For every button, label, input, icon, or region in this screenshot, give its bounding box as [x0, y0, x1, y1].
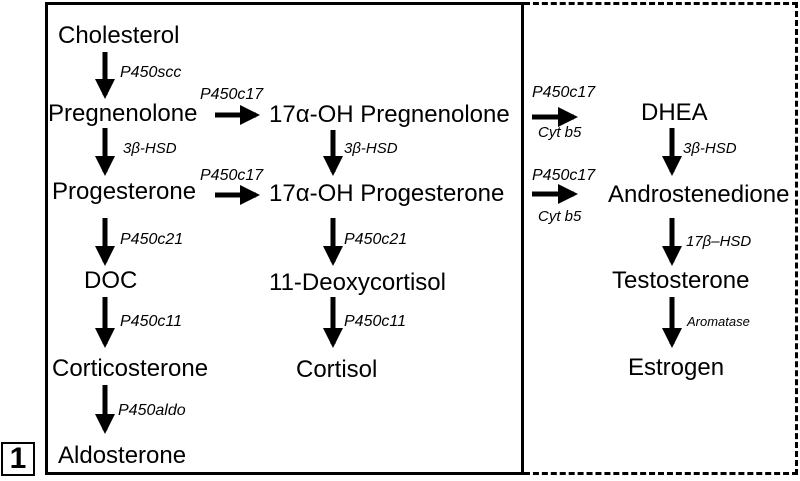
enzyme-p450c17-4: P450c17 [532, 167, 596, 184]
enzyme-p450aldo: P450aldo [118, 402, 186, 419]
enzyme-3b-hsd-2: 3β-HSD [344, 140, 398, 157]
node-estrogen: Estrogen [628, 354, 725, 381]
node-pregnenolone: Pregnenolone [48, 100, 198, 127]
enzyme-p450c17-2: P450c17 [200, 167, 264, 184]
enzyme-p450c21-2: P450c21 [344, 231, 408, 248]
node-cholesterol: Cholesterol [58, 22, 180, 49]
enzyme-p450c11-1: P450c11 [120, 313, 182, 330]
node-testosterone: Testosterone [612, 267, 750, 294]
enzyme-cyt-b5-2: Cyt b5 [538, 208, 582, 225]
enzyme-p450c17-1: P450c17 [200, 86, 264, 103]
node-17oh-pregnenolone: 17α-OH Pregnenolone [269, 101, 510, 128]
enzyme-3b-hsd-1: 3β-HSD [123, 140, 177, 157]
enzyme-aromatase: Aromatase [687, 314, 750, 329]
node-17oh-progesterone: 17α-OH Progesterone [269, 180, 505, 207]
enzyme-p450scc: P450scc [120, 64, 182, 81]
enzyme-cyt-b5-1: Cyt b5 [538, 124, 582, 141]
node-corticosterone: Corticosterone [52, 355, 209, 382]
adrenal-pathway-box [45, 2, 524, 475]
node-cortisol: Cortisol [296, 356, 378, 383]
enzyme-p450c21-1: P450c21 [120, 231, 184, 248]
panel-label: 1 [1, 442, 35, 476]
enzyme-3b-hsd-3: 3β-HSD [683, 140, 737, 157]
node-aldosterone: Aldosterone [58, 442, 187, 469]
enzyme-17b-hsd: 17β–HSD [686, 233, 752, 250]
enzyme-p450c17-3: P450c17 [532, 84, 596, 101]
gonadal-pathway-box [524, 2, 798, 475]
node-progesterone: Progesterone [52, 178, 197, 205]
node-doc: DOC [84, 267, 138, 294]
enzyme-p450c11-2: P450c11 [344, 313, 406, 330]
node-dhea: DHEA [641, 99, 708, 126]
node-11-deoxycortisol: 11-Deoxycortisol [269, 269, 446, 296]
node-androstenedione: Androstenedione [608, 181, 790, 208]
